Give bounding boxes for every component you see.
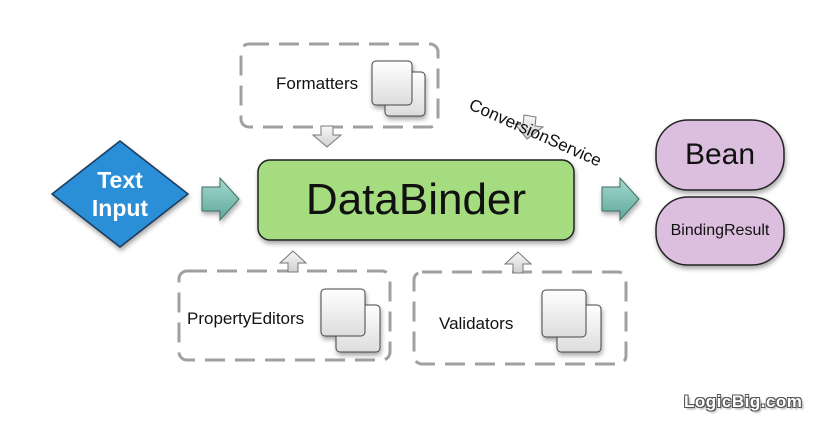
property-editors-up-arrow xyxy=(278,250,308,273)
conversion-service-down-arrow xyxy=(513,114,545,140)
property-editors-box xyxy=(177,269,392,362)
validators-label: Validators xyxy=(439,314,514,333)
text-input-line-2: Input xyxy=(91,195,149,221)
formatters-down-arrow xyxy=(311,125,343,148)
binding-result-label: BindingResult xyxy=(670,222,770,239)
validators-up-arrow xyxy=(503,251,533,274)
watermark-logo: LogicBig.com xyxy=(684,392,803,411)
text-input-diamond xyxy=(50,140,190,248)
input-to-databinder-arrow xyxy=(201,176,240,222)
text-input-label: Text Input xyxy=(52,140,188,248)
databinder-label: DataBinder xyxy=(305,175,527,224)
formatters-document-icon xyxy=(371,60,426,117)
formatters-box xyxy=(239,42,440,129)
bean-box xyxy=(655,119,785,191)
formatters-label: Formatters xyxy=(276,74,359,93)
databinder-to-bean-arrow xyxy=(601,176,640,222)
text-input-line-1: Text xyxy=(97,167,143,193)
validators-document-icon xyxy=(541,289,602,353)
binding-result-box xyxy=(655,196,785,266)
bean-label: Bean xyxy=(684,138,756,171)
property-editors-label: PropertyEditors xyxy=(187,309,305,328)
databinder-box xyxy=(257,159,575,241)
property-editors-document-icon xyxy=(320,288,381,353)
